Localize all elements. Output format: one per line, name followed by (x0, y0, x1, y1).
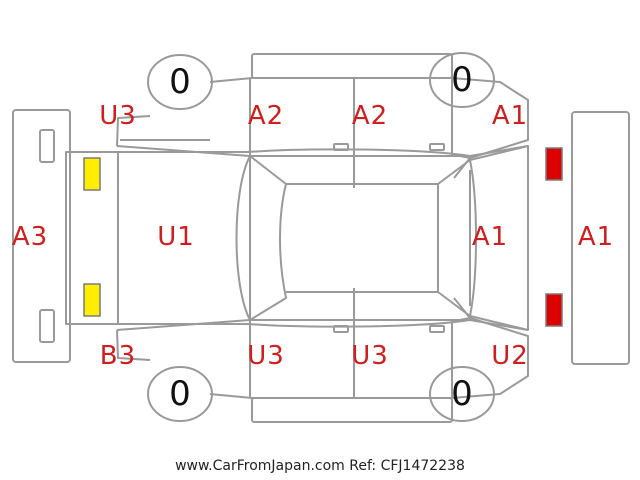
rear-light-top (83, 157, 101, 191)
label-roof: U1 (157, 222, 195, 252)
rear-glass-outline (235, 155, 287, 321)
right-side-sill-outline (251, 397, 453, 423)
rear-bumper-outline (12, 109, 71, 363)
tire-rear-right-value: 0 (169, 374, 191, 414)
tire-rear-left (147, 54, 213, 110)
front-light-bottom (545, 293, 563, 327)
door-handle-4 (429, 325, 445, 333)
label-front-left-fender: A1 (491, 101, 529, 131)
tire-front-left-value: 0 (451, 60, 473, 100)
rear-bumper-slot-top (39, 129, 55, 163)
door-handle-3 (333, 325, 349, 333)
tire-rear-right (147, 366, 213, 422)
tire-front-right-value: 0 (451, 374, 473, 414)
left-side-body-outline (116, 77, 529, 188)
right-side-body-outline (116, 288, 529, 399)
label-front-right-fender: U2 (491, 341, 529, 371)
label-rear-right-door: U3 (247, 341, 285, 371)
label-rear-left-quarter: U3 (99, 101, 137, 131)
label-rear-left-door: A2 (247, 101, 285, 131)
roof-outline (117, 151, 251, 325)
tire-rear-left-value: 0 (169, 62, 191, 102)
reference-footer: www.CarFromJapan.com Ref: CFJ1472238 (175, 458, 465, 474)
tire-front-right (429, 366, 495, 422)
door-handle-1 (333, 143, 349, 151)
label-front-left-door: A2 (351, 101, 389, 131)
cabin-outline (286, 183, 439, 293)
door-handle-2 (429, 143, 445, 151)
tire-front-left (429, 52, 495, 108)
label-front-bumper: A1 (577, 222, 615, 252)
rear-light-bottom (83, 283, 101, 317)
rear-bumper-slot-bottom (39, 309, 55, 343)
front-light-top (545, 147, 563, 181)
front-bumper-outline (571, 111, 630, 365)
windshield-outline (437, 159, 477, 317)
label-front-right-door: U3 (351, 341, 389, 371)
label-rear-right-quarter: B3 (99, 341, 137, 371)
left-side-sill-outline (251, 53, 453, 79)
label-hood: A1 (471, 222, 509, 252)
label-rear-bumper: A3 (11, 222, 49, 252)
hood-line (469, 145, 529, 331)
